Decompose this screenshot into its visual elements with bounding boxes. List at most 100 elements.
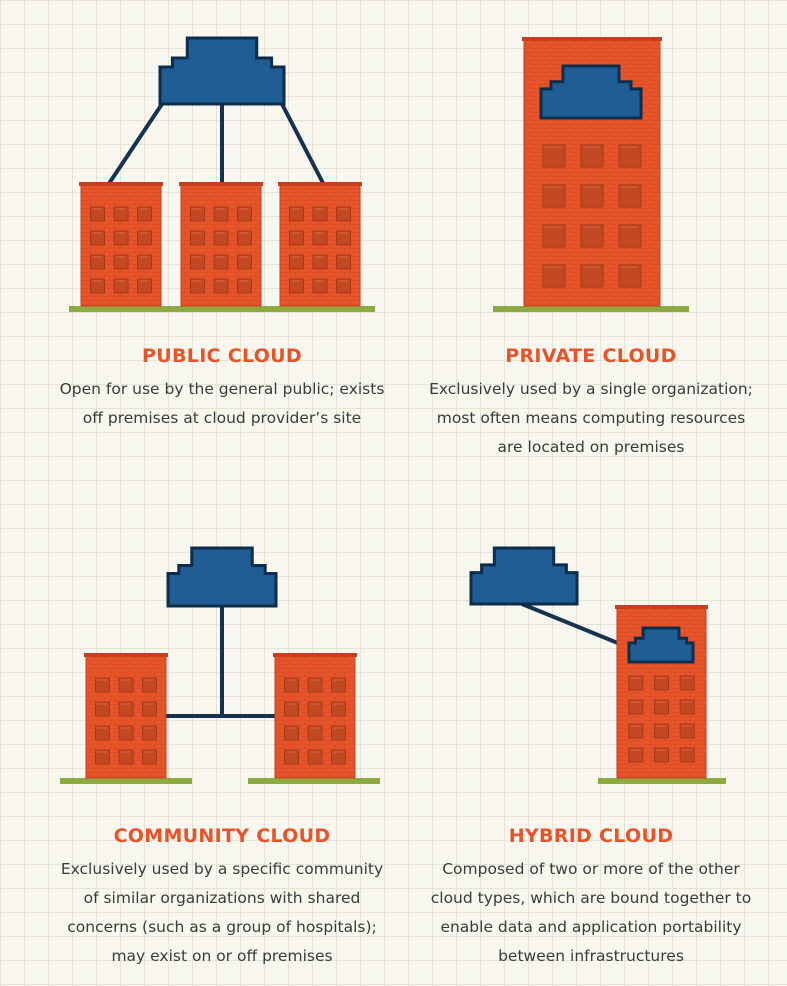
- window-icon: [679, 699, 695, 715]
- community-desc-line: may exist on or off premises: [111, 947, 333, 965]
- window-icon: [289, 230, 304, 246]
- public-desc-line: off premises at cloud provider’s site: [82, 409, 362, 427]
- window-icon: [118, 749, 134, 765]
- window-icon: [312, 278, 328, 294]
- window-icon: [284, 677, 299, 693]
- community-desc-line: concerns (such as a group of hospitals);: [67, 918, 377, 936]
- window-icon: [113, 254, 129, 270]
- hybrid-desc-line: between infrastructures: [498, 947, 684, 965]
- window-icon: [113, 278, 129, 294]
- window-icon: [307, 749, 323, 765]
- window-icon: [237, 206, 252, 222]
- public-title: PUBLIC CLOUD: [142, 345, 302, 367]
- public-ground: [69, 306, 375, 312]
- public-building-left-icon: [79, 182, 163, 307]
- community-desc-line: of similar organizations with shared: [83, 889, 361, 907]
- window-icon: [618, 144, 642, 168]
- private-title: PRIVATE CLOUD: [505, 345, 677, 367]
- hybrid-title: HYBRID CLOUD: [508, 825, 674, 847]
- window-icon: [289, 206, 304, 222]
- window-icon: [336, 206, 351, 222]
- window-icon: [95, 701, 110, 717]
- community-ground-right: [248, 778, 380, 784]
- community-desc-line: Exclusively used by a specific community: [60, 860, 384, 878]
- window-icon: [307, 701, 323, 717]
- window-icon: [331, 677, 346, 693]
- private-desc-line: most often means computing resources: [436, 409, 746, 427]
- hybrid-public-cloud-icon: [469, 546, 579, 606]
- window-icon: [137, 278, 152, 294]
- window-icon: [618, 224, 642, 248]
- window-icon: [190, 206, 205, 222]
- window-icon: [90, 278, 105, 294]
- window-icon: [90, 254, 105, 270]
- window-icon: [95, 725, 110, 741]
- private-ground: [493, 306, 689, 312]
- window-icon: [312, 230, 328, 246]
- window-icon: [90, 206, 105, 222]
- window-icon: [289, 278, 304, 294]
- window-icon: [190, 278, 205, 294]
- window-icon: [542, 224, 566, 248]
- window-icon: [113, 206, 129, 222]
- public-description: Open for use by the general public; exis…: [40, 375, 404, 433]
- window-icon: [307, 725, 323, 741]
- window-icon: [237, 278, 252, 294]
- window-icon: [542, 144, 566, 168]
- window-icon: [190, 254, 205, 270]
- community-panel: COMMUNITY CLOUD Exclusively used by a sp…: [30, 825, 414, 971]
- hybrid-desc-line: cloud types, which are bound together to: [430, 889, 752, 907]
- private-panel: PRIVATE CLOUD Exclusively used by a sing…: [400, 345, 782, 462]
- window-icon: [628, 723, 644, 739]
- window-icon: [679, 747, 695, 763]
- window-icon: [312, 206, 328, 222]
- window-icon: [289, 254, 304, 270]
- window-icon: [118, 725, 134, 741]
- window-icon: [142, 749, 157, 765]
- window-icon: [628, 675, 644, 691]
- window-icon: [142, 677, 157, 693]
- window-icon: [312, 254, 328, 270]
- window-icon: [284, 725, 299, 741]
- public-desc-line: Open for use by the general public; exis…: [59, 380, 385, 398]
- community-building-right-icon: [273, 653, 357, 779]
- window-icon: [618, 264, 642, 288]
- window-icon: [142, 701, 157, 717]
- community-ground-left: [60, 778, 192, 784]
- window-icon: [118, 701, 134, 717]
- public-building-right-icon: [278, 182, 362, 307]
- window-icon: [118, 677, 134, 693]
- window-icon: [95, 677, 110, 693]
- window-icon: [237, 254, 252, 270]
- window-icon: [213, 278, 229, 294]
- private-cloud-icon: [539, 64, 643, 120]
- community-title: COMMUNITY CLOUD: [113, 825, 331, 847]
- window-icon: [542, 184, 566, 208]
- window-icon: [336, 278, 351, 294]
- window-icon: [237, 230, 252, 246]
- window-icon: [190, 230, 205, 246]
- hybrid-private-cloud-icon: [627, 626, 695, 664]
- window-icon: [142, 725, 157, 741]
- public-connectors: [106, 102, 326, 187]
- window-icon: [137, 206, 152, 222]
- hybrid-desc-line: Composed of two or more of the other: [442, 860, 740, 878]
- window-icon: [284, 701, 299, 717]
- public-cloud-icon: [158, 36, 286, 106]
- hybrid-connector: [521, 602, 631, 650]
- hybrid-ground: [598, 778, 726, 784]
- community-connectors: [166, 606, 276, 718]
- window-icon: [284, 749, 299, 765]
- public-building-center-icon: [179, 182, 263, 307]
- window-icon: [213, 230, 229, 246]
- window-icon: [331, 701, 346, 717]
- window-icon: [137, 230, 152, 246]
- hybrid-description: Composed of two or more of the other clo…: [400, 855, 782, 971]
- window-icon: [618, 184, 642, 208]
- community-cloud-icon: [166, 546, 278, 608]
- hybrid-desc-line: enable data and application portability: [440, 918, 742, 936]
- window-icon: [654, 747, 669, 763]
- window-icon: [628, 699, 644, 715]
- window-icon: [580, 264, 604, 288]
